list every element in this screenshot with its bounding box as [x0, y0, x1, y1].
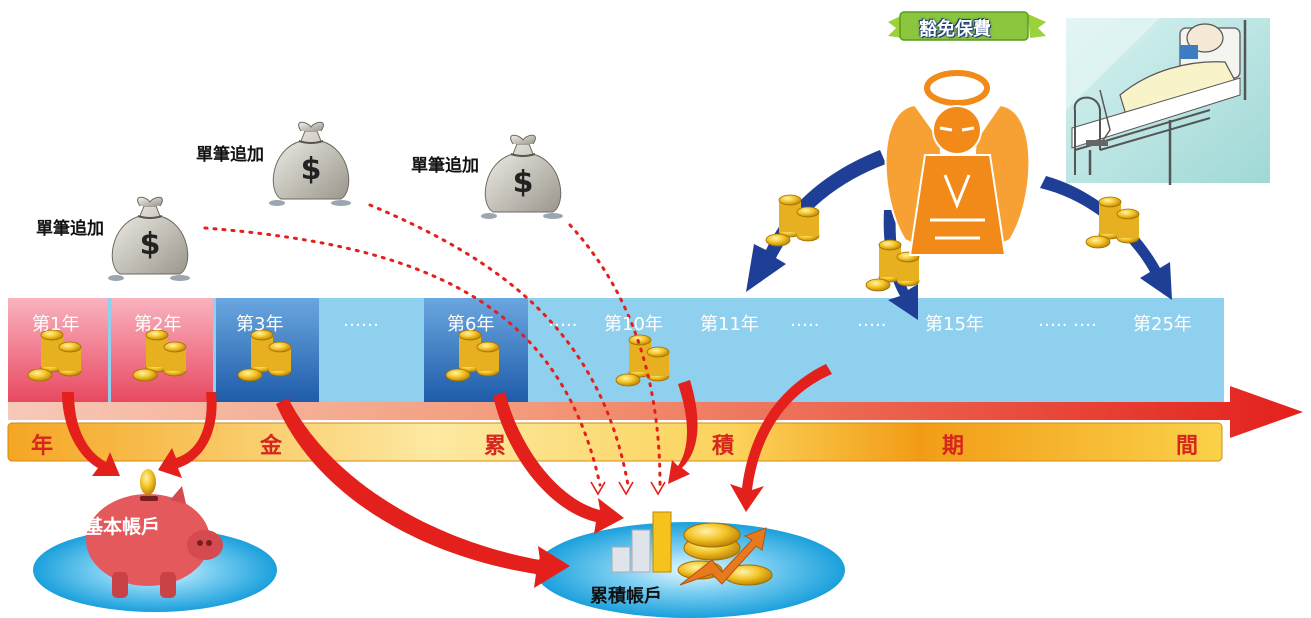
navy-flow-arrows [746, 150, 1172, 320]
dotted-flow-1 [203, 226, 602, 487]
money-bag-icon [480, 134, 564, 220]
year-ellipsis-1: …… [343, 310, 379, 331]
money-bag-icon [107, 196, 191, 282]
year-ellipsis-2: ….. [548, 310, 578, 331]
band-char-2: 金 [260, 434, 283, 459]
year-label-25: 第25年 [1133, 314, 1192, 335]
year-ellipsis-4: ….. [857, 310, 887, 331]
waiver-banner [888, 11, 1046, 41]
lump-sum-label-3: 單筆追加 [411, 156, 479, 176]
lump-sum-label-1: 單筆追加 [36, 219, 104, 239]
accumulated-account-label: 累積帳戶 [590, 586, 662, 607]
year-label-10: 第10年 [604, 314, 663, 335]
band-char-5: 期 [942, 434, 965, 459]
dotted-flow-3 [568, 223, 662, 487]
dotted-flow-2 [368, 203, 630, 487]
band-char-1: 年 [31, 434, 54, 459]
basic-account-label: 基本帳戶 [84, 516, 161, 538]
year-label-11: 第11年 [700, 314, 759, 335]
band-char-3: 累 [484, 434, 507, 459]
year-label-2: 第2年 [134, 314, 182, 335]
hospital-bed-illustration [1066, 18, 1270, 185]
growth-chart-icon [611, 511, 773, 586]
waiver-badge-label: 豁免保費 [919, 19, 991, 40]
band-char-6: 間 [1176, 434, 1199, 459]
piggy-bank-icon [86, 469, 223, 598]
year-ellipsis-5: ….. …. [1038, 310, 1097, 331]
angel-icon [884, 70, 1031, 256]
money-bag-icon [268, 121, 352, 207]
year-label-1: 第1年 [32, 314, 80, 335]
year-label-6: 第6年 [447, 314, 495, 335]
year-ellipsis-3: ….. [790, 310, 820, 331]
red-flow-arrows [62, 364, 832, 588]
lump-sum-label-2: 單筆追加 [196, 145, 264, 165]
year-label-3: 第3年 [236, 314, 284, 335]
year-label-15: 第15年 [925, 314, 984, 335]
band-char-4: 積 [712, 434, 735, 459]
